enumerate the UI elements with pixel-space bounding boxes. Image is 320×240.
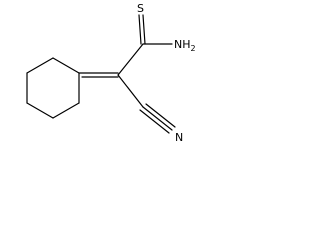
structure-canvas: S NH2 N xyxy=(0,0,206,155)
sulfur-atom-label: S xyxy=(137,2,144,15)
cs-bond-line-2 xyxy=(142,14,146,45)
amine-label-main: NH xyxy=(174,38,191,51)
amine-label-subscript: 2 xyxy=(191,44,196,53)
bond-to-thioamide-carbon xyxy=(117,43,144,76)
cn-bond-line-2 xyxy=(145,103,176,128)
ring-bond-3 xyxy=(52,102,80,119)
nitrile-triple-bond xyxy=(139,103,176,134)
cn-bond-line-1 xyxy=(142,106,173,131)
nitrogen-atom-label: N xyxy=(175,131,183,144)
molecule-drawing: S NH2 N xyxy=(26,2,196,144)
cs-bond-line-1 xyxy=(138,14,142,45)
thiocarbonyl-double-bond xyxy=(138,14,146,45)
ring-bond-6 xyxy=(26,57,54,74)
ring-bond-1 xyxy=(52,57,80,74)
bond-to-nitrile-carbon xyxy=(117,74,144,108)
ring-bond-4 xyxy=(26,102,54,119)
cyclohexane-ring xyxy=(26,57,80,119)
exocyclic-double-bond xyxy=(78,72,119,78)
amine-group-label: NH2 xyxy=(174,38,196,53)
cn-bond-line-3 xyxy=(139,109,170,134)
